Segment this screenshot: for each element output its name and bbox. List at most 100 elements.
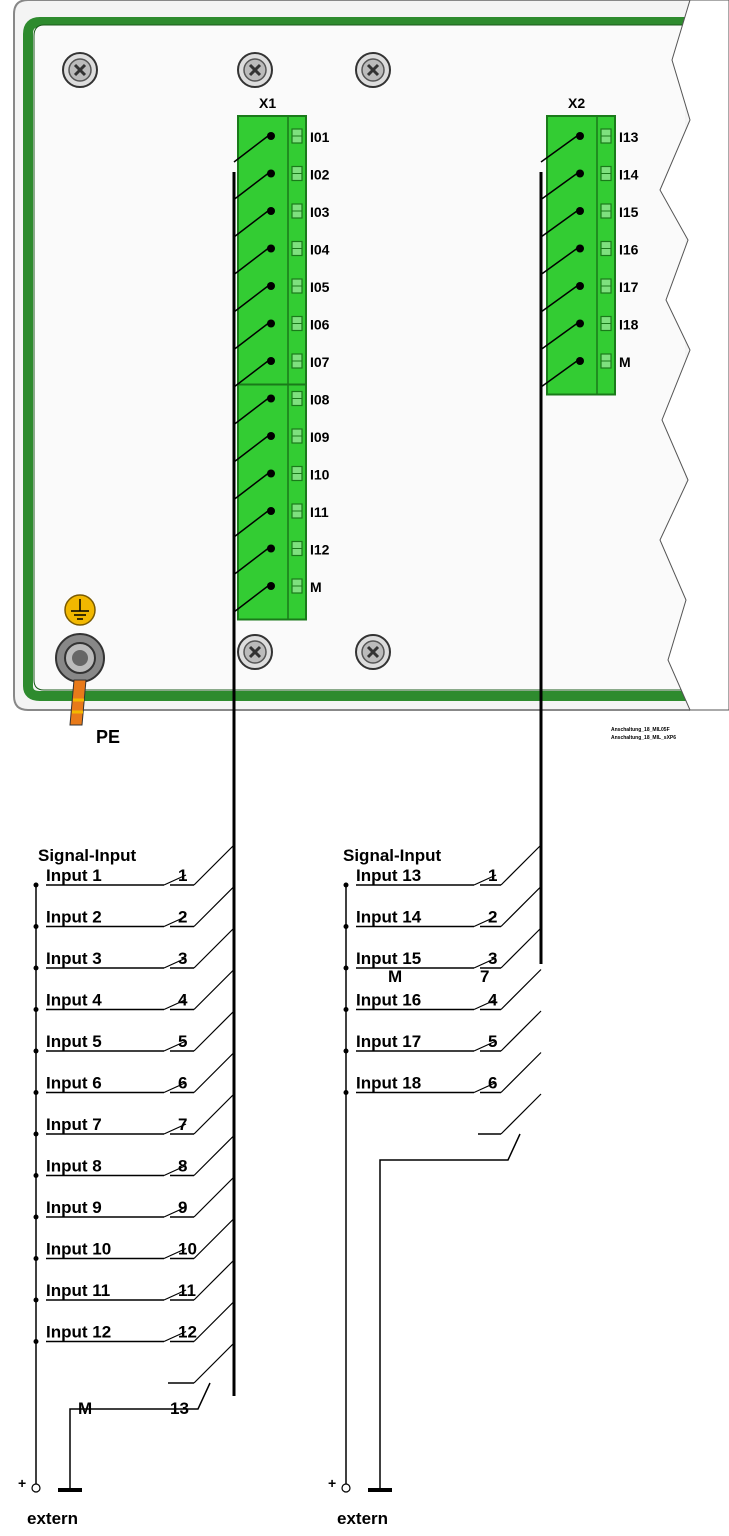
input-number: 1: [178, 866, 187, 885]
input-number: 2: [178, 908, 187, 927]
terminal-pin: I14: [540, 165, 639, 201]
input-label: Input 2: [46, 908, 102, 927]
terminal-pin: I08: [233, 390, 330, 426]
input-number: 10: [178, 1240, 197, 1259]
signal-input-row: Input 6 6: [33, 1052, 235, 1095]
signal-input-row: Input 9 9: [33, 1176, 235, 1220]
terminal-pin-label: I05: [310, 279, 330, 295]
terminal-pin-label: I18: [619, 317, 639, 333]
input-label: Input 7: [46, 1115, 102, 1134]
right-plus-label: +: [328, 1475, 336, 1491]
terminal-pin-label: I07: [310, 354, 330, 370]
signal-input-row: Input 12 12: [33, 1301, 235, 1344]
signal-input-row: Input 5 5: [33, 1010, 235, 1054]
input-number: 11: [178, 1281, 196, 1300]
terminal-pin: I17: [540, 278, 639, 313]
input-number: 2: [488, 908, 497, 927]
terminal-pin: I09: [233, 428, 330, 463]
terminal-pin-label: I04: [310, 242, 330, 258]
input-number: 9: [178, 1198, 187, 1217]
screw-icon: [237, 52, 273, 88]
signal-input-row: Input 15 3: [343, 927, 542, 971]
drawing-ref-1: Anschaltung_18_MIL05F: [611, 727, 670, 733]
input-label: Input 13: [356, 866, 421, 885]
signal-input-row: Input 11 11: [33, 1259, 235, 1303]
screw-icon: [62, 52, 98, 88]
right-extern-label: extern: [337, 1509, 388, 1528]
input-label: Input 12: [46, 1323, 111, 1342]
right-m-label: M: [388, 967, 402, 986]
input-label: Input 6: [46, 1074, 102, 1093]
terminal-pin: I03: [233, 203, 330, 238]
input-label: Input 15: [356, 949, 421, 968]
input-label: Input 17: [356, 1032, 421, 1051]
pe-ground: [55, 594, 105, 726]
device-panel: [13, 0, 729, 711]
signal-input-row: Input 2 2: [33, 886, 235, 929]
signal-input-row: Input 1 1: [33, 844, 235, 888]
terminal-pin: I04: [233, 240, 330, 276]
input-label: Input 8: [46, 1157, 102, 1176]
terminal-pin: I18: [540, 315, 639, 351]
terminal-pin: M: [233, 578, 322, 613]
screw-icon: [355, 52, 391, 88]
terminal-pin-label: I11: [310, 504, 329, 520]
right-m-number: 7: [480, 967, 489, 986]
left-m-label: M: [78, 1399, 92, 1418]
terminal-pin-label: I01: [310, 129, 330, 145]
terminal-pin-label: M: [619, 354, 631, 370]
left-group-title: Signal-Input: [38, 846, 137, 865]
input-number: 6: [178, 1074, 187, 1093]
input-number: 3: [178, 949, 187, 968]
input-number: 5: [178, 1032, 187, 1051]
terminal-pin-label: I08: [310, 392, 330, 408]
wires: [232, 172, 543, 1396]
input-label: Input 9: [46, 1198, 102, 1217]
input-label: Input 1: [46, 866, 102, 885]
input-label: Input 16: [356, 991, 421, 1010]
terminal-pin: I15: [540, 203, 639, 238]
input-number: 7: [178, 1115, 187, 1134]
input-label: Input 11: [46, 1281, 110, 1300]
right-group-title: Signal-Input: [343, 846, 442, 865]
terminal-pin: I07: [233, 353, 330, 388]
terminal-pin-label: I13: [619, 129, 639, 145]
terminal-pin: I12: [233, 540, 330, 576]
signal-input-row: Input 18 6: [343, 1052, 542, 1095]
terminal-pin-label: I02: [310, 167, 330, 183]
input-number: 6: [488, 1074, 497, 1093]
terminal-pin-label: I12: [310, 542, 330, 558]
left-m-number: 13: [170, 1399, 189, 1418]
terminal-pin: M: [540, 353, 631, 388]
pe-label: PE: [96, 727, 120, 747]
input-label: Input 18: [356, 1074, 421, 1093]
input-label: Input 5: [46, 1032, 102, 1051]
connector-x2-title: X2: [568, 95, 585, 111]
terminal-pin-label: I17: [619, 279, 639, 295]
input-number: 4: [488, 991, 498, 1010]
input-number: 12: [178, 1323, 197, 1342]
input-number: 1: [488, 866, 497, 885]
connector-x1-title: X1: [259, 95, 276, 111]
terminal-pin-label: I09: [310, 429, 330, 445]
terminal-pin: I11: [233, 503, 329, 538]
terminal-pin-label: M: [310, 579, 322, 595]
drawing-ref-2: Anschaltung_18_MIL_sXP6: [611, 735, 676, 741]
mounting-screws: [62, 52, 391, 670]
signal-input-row: Input 7 7: [33, 1093, 235, 1137]
input-number: 3: [488, 949, 497, 968]
torn-edge: [659, 0, 729, 711]
signal-input-row: Input 16 4: [343, 969, 542, 1012]
terminal-pin: I01: [233, 128, 330, 163]
terminal-pin-label: I03: [310, 204, 330, 220]
terminal-pin: I10: [233, 465, 330, 501]
screw-icon: [355, 634, 391, 670]
